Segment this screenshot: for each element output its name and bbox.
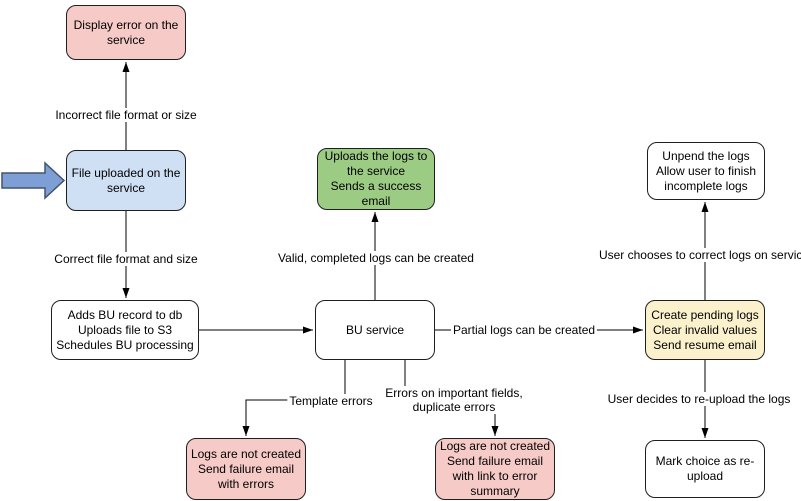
edge-label-template-errors: Template errors bbox=[287, 394, 375, 408]
node-uploads-logs-success: Uploads the logs to the service Sends a … bbox=[317, 148, 435, 210]
edge-label-user-reuploads: User decides to re-upload the logs bbox=[605, 392, 793, 406]
node-unpend-logs: Unpend the logs Allow user to finish inc… bbox=[647, 142, 765, 200]
edge-label-correct-format: Correct file format and size bbox=[52, 252, 200, 266]
node-adds-bu-record: Adds BU record to db Uploads file to S3 … bbox=[51, 300, 199, 360]
edge-label-user-corrects: User chooses to correct logs on service bbox=[596, 248, 801, 262]
node-display-error: Display error on the service bbox=[66, 5, 186, 60]
edge-label-incorrect-format: Incorrect file format or size bbox=[53, 108, 199, 122]
edge-label-partial-logs: Partial logs can be created bbox=[450, 323, 598, 337]
node-file-uploaded: File uploaded on the service bbox=[66, 150, 186, 211]
node-bu-service: BU service bbox=[315, 300, 435, 360]
node-logs-not-created-errors: Logs are not created Send failure email … bbox=[186, 438, 306, 500]
edge-label-valid-logs: Valid, completed logs can be created bbox=[276, 251, 476, 265]
node-mark-choice-reupload: Mark choice as re- upload bbox=[645, 440, 765, 498]
node-logs-not-created-summary: Logs are not created Send failure email … bbox=[435, 438, 555, 500]
input-arrow-icon bbox=[1, 161, 66, 200]
edge-label-important-field-errors: Errors on important fields, duplicate er… bbox=[383, 386, 525, 414]
node-create-pending-logs: Create pending logs Clear invalid values… bbox=[645, 300, 765, 360]
